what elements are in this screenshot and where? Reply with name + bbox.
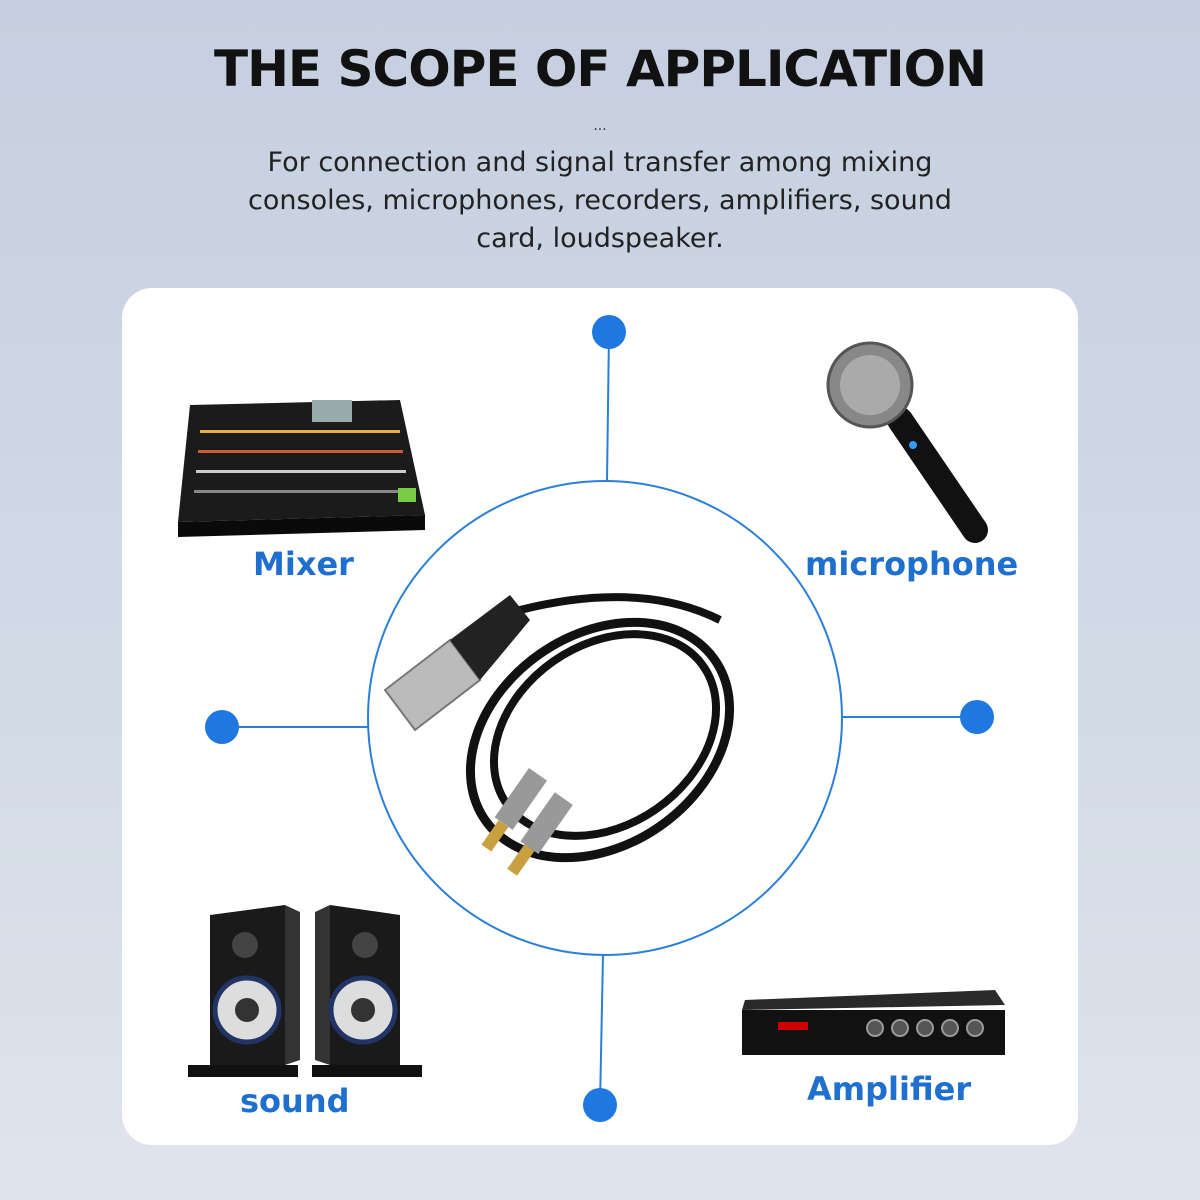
speakers-icon [188,905,422,1077]
mixer-icon [178,400,425,537]
dot-right [960,700,994,734]
label-mixer: Mixer [253,545,354,583]
microphone-icon [826,341,988,543]
description: For connection and signal transfer among… [248,147,952,254]
label-microphone: microphone [805,545,1019,583]
xlr-rca-cable-icon [383,593,735,876]
amplifier-icon [742,990,1005,1055]
label-amplifier: Amplifier [807,1070,972,1108]
ellipsis: ... [593,118,607,134]
dot-left [205,710,239,744]
page-title: THE SCOPE OF APPLICATION [213,40,987,98]
connector-lines [222,331,977,1106]
label-sound: sound [240,1082,350,1120]
dot-top [592,315,626,349]
dot-bottom [583,1088,617,1122]
